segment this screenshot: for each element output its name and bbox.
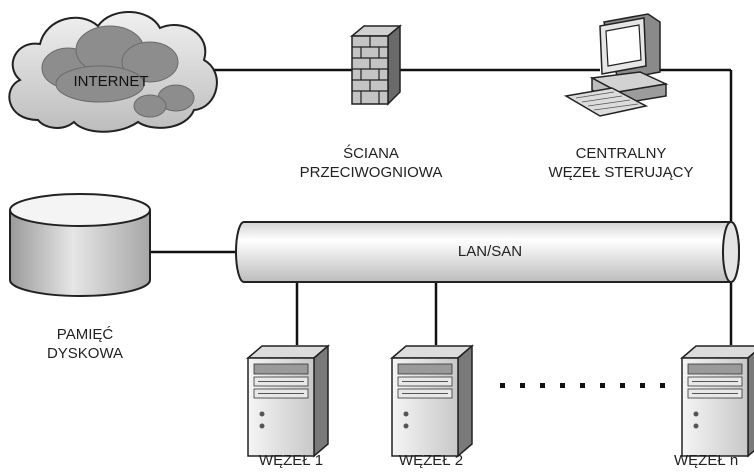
internet-cloud-icon xyxy=(8,11,218,133)
lan-san-bus xyxy=(235,221,740,283)
control-node-label: CENTRALNY WĘZEŁ STERUJĄCY xyxy=(526,144,716,182)
workstation-icon xyxy=(563,13,669,117)
node-1-label: WĘZEŁ 1 xyxy=(258,452,324,469)
firewall-label-line-2: PRZECIWOGNIOWA xyxy=(299,164,443,181)
connection-lines xyxy=(150,68,733,345)
storage-label: PAMIĘĆ DYSKOWA xyxy=(20,325,150,363)
internet-label: INTERNET xyxy=(73,73,149,90)
server-node-2-icon xyxy=(391,345,473,457)
lan-san-label: LAN/SAN xyxy=(457,243,523,260)
control-node-label-line-2: WĘZEŁ STERUJĄCY xyxy=(548,164,694,181)
firewall-label: ŚCIANA PRZECIWOGNIOWA xyxy=(296,144,446,182)
node-2-label: WĘZEŁ 2 xyxy=(398,452,464,469)
ellipsis-dots xyxy=(500,383,665,388)
firewall-icon xyxy=(349,24,403,106)
storage-label-line-2: DYSKOWA xyxy=(46,345,124,362)
node-n-label: WĘZEŁ n xyxy=(674,452,739,469)
server-node-1-icon xyxy=(247,345,329,457)
server-node-n-icon xyxy=(681,345,754,457)
disk-storage-icon xyxy=(9,193,151,297)
firewall-label-line-1: ŚCIANA xyxy=(343,145,399,162)
control-node-label-line-1: CENTRALNY xyxy=(575,145,667,162)
storage-label-line-1: PAMIĘĆ xyxy=(56,326,114,343)
